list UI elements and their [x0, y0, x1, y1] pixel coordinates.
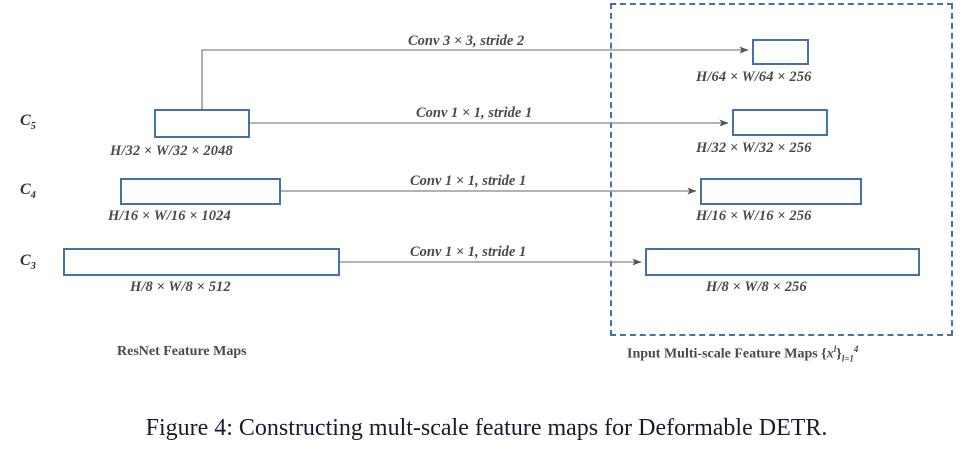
input-multiscale-region [610, 3, 953, 336]
level-label-c4-text: C [20, 181, 31, 198]
level-label-c5-text: C [20, 112, 31, 129]
feature-map-c3[interactable] [63, 248, 340, 276]
figure-caption: Figure 4: Constructing mult-scale featur… [145, 415, 828, 441]
feature-map-c3-dim: H/8 × W/8 × 512 [130, 279, 231, 295]
right-group-title: Input Multi-scale Feature Maps {xl}l=14 [627, 344, 858, 363]
conv-label-c5-to-p5: Conv 1 × 1, stride 1 [416, 105, 533, 121]
right-group-title-sub: l=1 [841, 353, 854, 364]
level-label-c3-sub: 3 [30, 261, 36, 273]
feature-map-p5[interactable] [732, 109, 828, 136]
feature-map-p3[interactable] [645, 248, 920, 276]
level-label-c3-text: C [20, 252, 31, 269]
level-label-c5: C5 [20, 112, 36, 132]
right-group-title-sup: l [833, 344, 837, 354]
feature-map-c5-dim: H/32 × W/32 × 2048 [110, 143, 233, 159]
feature-map-p4[interactable] [700, 178, 862, 205]
conv-label-c4-to-p4: Conv 1 × 1, stride 1 [410, 173, 527, 189]
level-label-c4: C4 [20, 181, 36, 201]
right-group-title-mid: } [836, 346, 842, 362]
feature-map-p5-dim: H/32 × W/32 × 256 [696, 140, 812, 156]
feature-map-c4[interactable] [120, 178, 281, 205]
level-label-c3: C3 [20, 252, 36, 272]
feature-map-p6[interactable] [752, 39, 809, 65]
right-group-title-sup2: 4 [853, 344, 859, 354]
feature-map-p3-dim: H/8 × W/8 × 256 [706, 279, 807, 295]
conv-label-c5-to-p6: Conv 3 × 3, stride 2 [408, 33, 525, 49]
right-group-title-prefix: Input Multi-scale Feature Maps { [627, 346, 827, 362]
diagram-area: C5 H/32 × W/32 × 2048 C4 H/16 × W/16 × 1… [20, 3, 953, 363]
level-label-c4-sub: 4 [30, 190, 36, 202]
feature-map-c5[interactable] [154, 109, 250, 138]
right-group-title-var: x [826, 346, 834, 362]
left-group-title: ResNet Feature Maps [117, 344, 247, 359]
level-label-c5-sub: 5 [30, 121, 36, 133]
conv-label-c3-to-p3: Conv 1 × 1, stride 1 [410, 244, 527, 260]
feature-map-p6-dim: H/64 × W/64 × 256 [696, 69, 812, 85]
feature-map-p4-dim: H/16 × W/16 × 256 [696, 208, 812, 224]
feature-map-c4-dim: H/16 × W/16 × 1024 [108, 208, 231, 224]
